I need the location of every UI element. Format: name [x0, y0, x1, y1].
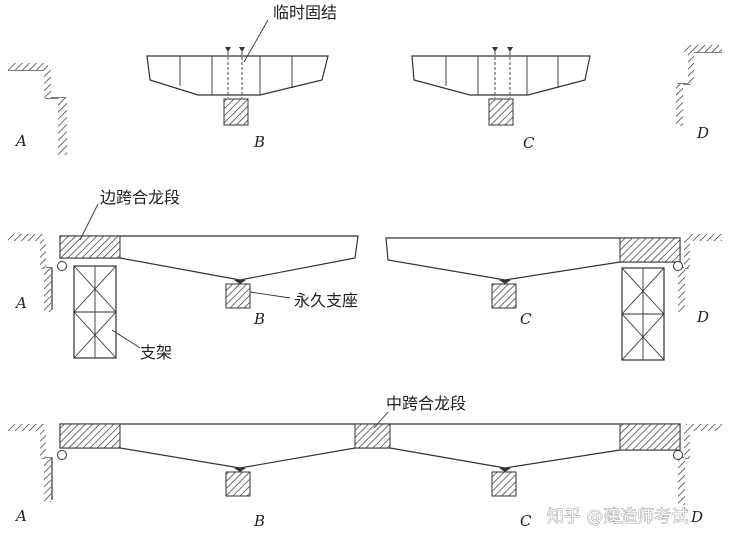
pier-label-b-1: B	[253, 133, 265, 151]
stage-3: 中跨合龙段 A B C D	[8, 394, 722, 530]
bracket-right	[621, 267, 665, 361]
bracket-label: 支架	[140, 343, 172, 362]
pier-label-a-3: A	[14, 507, 27, 525]
cantilever-b-stage1	[146, 19, 329, 126]
girder-right-stage2	[385, 237, 681, 309]
abutment-d-stage2	[673, 234, 722, 312]
pier-label-c-2: C	[520, 310, 532, 328]
mid-closure-block	[354, 423, 391, 449]
abutment-d-stage3	[673, 424, 722, 505]
mid-closure-leader	[373, 411, 389, 429]
pier-label-d-3: D	[690, 508, 703, 526]
pier-label-a-2: A	[14, 294, 27, 312]
side-closure-right	[619, 237, 681, 263]
abutment-a-stage2	[8, 234, 67, 312]
pier-label-c-3: C	[520, 512, 532, 530]
girder-left-stage2	[59, 235, 359, 309]
continuous-girder	[59, 423, 681, 497]
pier-label-b-3: B	[253, 512, 265, 530]
stage-2: 边跨合龙段 永久支座 支架 A B C D	[8, 188, 722, 362]
watermark: 知乎 @建造师考试	[547, 507, 688, 527]
stage-1: 临时固结 A B C D	[8, 3, 722, 155]
perm-bearing-label: 永久支座	[294, 291, 358, 310]
pier-label-d-1: D	[696, 124, 709, 142]
pier-label-b-2: B	[253, 310, 265, 328]
temp-fix-leader	[243, 19, 269, 63]
bracket-left	[73, 265, 141, 359]
temp-fix-label: 临时固结	[273, 3, 337, 22]
side-closure-label: 边跨合龙段	[100, 188, 180, 207]
side-closure-right-3	[619, 423, 681, 451]
abutment-d-stage1	[676, 45, 722, 126]
abutment-a-stage3	[8, 424, 67, 502]
pier-label-c-1: C	[523, 134, 535, 152]
mid-closure-label: 中跨合龙段	[386, 394, 466, 413]
side-closure-leader	[79, 203, 99, 241]
side-closure-left-3	[59, 423, 121, 449]
pier-label-d-2: D	[696, 308, 709, 326]
pier-label-a-1: A	[14, 132, 27, 150]
abutment-a-stage1	[8, 63, 67, 155]
side-closure-left	[59, 235, 121, 259]
cantilever-c-stage1	[411, 47, 591, 126]
